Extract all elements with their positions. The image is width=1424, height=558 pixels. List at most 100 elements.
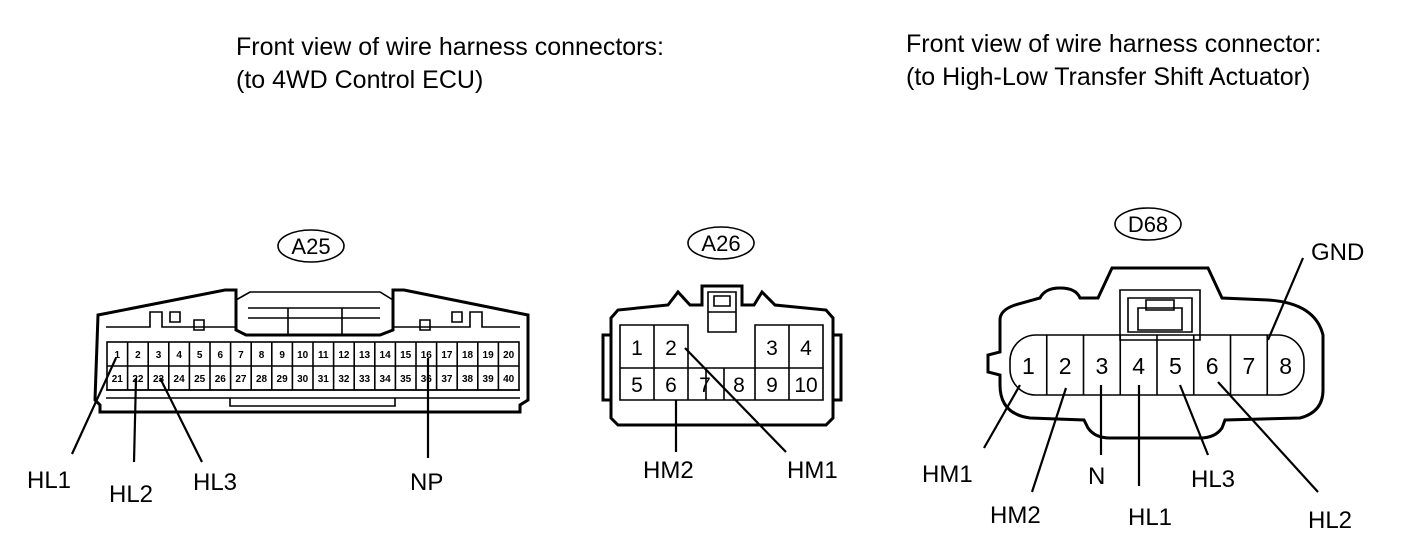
d68-pin-5: 5 — [1169, 353, 1182, 379]
pin-7: 7 — [699, 374, 711, 397]
label-hl3: HL3 — [1191, 466, 1235, 493]
a25-pin-11: 11 — [318, 350, 329, 361]
label-hl2: HL2 — [1308, 507, 1352, 534]
leader-hl3 — [1178, 384, 1210, 456]
label-hl2: HL2 — [109, 481, 153, 508]
label-np: NP — [410, 469, 443, 496]
d68-latch — [1119, 289, 1201, 341]
a25-pin-10: 10 — [297, 350, 309, 361]
a25-pin-21: 21 — [112, 374, 124, 385]
a25-pin-28: 28 — [256, 374, 268, 385]
pin-4: 4 — [800, 337, 812, 360]
a25-pin-27: 27 — [235, 374, 247, 385]
a25-pin-35: 35 — [400, 374, 412, 385]
leader-hl3 — [159, 377, 203, 463]
a25-pin-9: 9 — [279, 350, 285, 361]
a25-pin-29: 29 — [277, 374, 289, 385]
label-hm1: HM1 — [922, 461, 973, 488]
a25-pin-18: 18 — [462, 350, 474, 361]
a26-side-tab-right — [831, 333, 843, 402]
connector-a26: A26 1 2 3 4 5 6 7 8 9 10 HM2 HM1 — [601, 226, 843, 484]
d68-pin-1: 1 — [1022, 353, 1035, 379]
leader-hm1 — [983, 384, 1021, 449]
connector-id-a25: A25 — [291, 234, 330, 259]
a25-latch — [235, 291, 394, 335]
d68-pin-dividers — [1045, 335, 1269, 395]
a25-pin-30: 30 — [297, 374, 309, 385]
a25-pin-2: 2 — [135, 350, 141, 361]
a26-housing — [609, 284, 835, 427]
a25-pin-5: 5 — [197, 350, 203, 361]
ecu-heading-line1: Front view of wire harness connectors: — [236, 33, 664, 61]
a26-latch — [707, 291, 737, 333]
ecu-heading-line2: (to 4WD Control ECU) — [236, 66, 483, 94]
a25-pin-20: 20 — [503, 350, 515, 361]
label-hl1: HL1 — [27, 467, 71, 494]
leader-hm1 — [684, 347, 787, 453]
a25-pin-38: 38 — [462, 374, 474, 385]
connector-id-d68: D68 — [1128, 212, 1168, 237]
a25-pin-13: 13 — [359, 350, 371, 361]
a25-pin-19: 19 — [483, 350, 495, 361]
a25-pin-3: 3 — [156, 350, 162, 361]
d68-pin-6: 6 — [1206, 353, 1219, 379]
a25-pin-6: 6 — [218, 350, 224, 361]
label-hl3: HL3 — [193, 469, 237, 496]
a25-inner-detail — [106, 311, 520, 331]
a25-pin-17: 17 — [441, 350, 453, 361]
a25-pin-34: 34 — [380, 374, 392, 385]
connector-id-badge — [687, 226, 755, 260]
a25-pin-36: 36 — [421, 374, 433, 385]
pin-2: 2 — [665, 337, 677, 360]
d68-housing — [986, 266, 1325, 440]
d68-pin-4: 4 — [1132, 353, 1145, 379]
label-hl1: HL1 — [1128, 504, 1172, 531]
a26-side-tab-left — [601, 333, 613, 402]
leader-hl2 — [1217, 381, 1319, 493]
a26-pin-grid — [619, 324, 824, 401]
pin-6: 6 — [665, 374, 677, 397]
d68-pin-8: 8 — [1279, 353, 1292, 379]
a25-pin-23: 23 — [153, 374, 165, 385]
label-gnd: GND — [1311, 239, 1364, 266]
leader-hm2 — [1030, 387, 1068, 493]
a25-pin-39: 39 — [483, 374, 495, 385]
leader-gnd — [1266, 257, 1305, 341]
label-hm2: HM2 — [990, 502, 1041, 529]
a25-pin-8: 8 — [259, 350, 265, 361]
leader-hl2 — [132, 377, 138, 463]
pin-5: 5 — [631, 374, 643, 397]
actuator-heading-line2: (to High-Low Transfer Shift Actuator) — [906, 63, 1310, 91]
a25-pin-32: 32 — [338, 374, 350, 385]
a25-pin-26: 26 — [215, 374, 227, 385]
label-hm2: HM2 — [643, 457, 694, 484]
a25-grid-columns — [126, 342, 500, 390]
d68-pin-7: 7 — [1242, 353, 1255, 379]
label-hm1: HM1 — [787, 457, 838, 484]
pin-10: 10 — [794, 374, 817, 397]
pin-8: 8 — [733, 374, 745, 397]
a25-pin-7: 7 — [238, 350, 244, 361]
a25-pin-15: 15 — [400, 350, 412, 361]
pin-1: 1 — [631, 337, 643, 360]
d68-pin-3: 3 — [1095, 353, 1108, 379]
a25-pin-31: 31 — [318, 374, 330, 385]
connector-id-a26: A26 — [701, 231, 740, 256]
a25-pin-24: 24 — [174, 374, 186, 385]
a25-pin-16: 16 — [421, 350, 433, 361]
a25-pin-33: 33 — [359, 374, 371, 385]
leader-hl1 — [71, 357, 117, 455]
pin-9: 9 — [766, 374, 778, 397]
a25-pin-14: 14 — [380, 350, 392, 361]
a25-pin-12: 12 — [338, 350, 350, 361]
label-n: N — [1088, 463, 1105, 490]
a25-pin-22: 22 — [132, 374, 144, 385]
a25-pin-25: 25 — [194, 374, 206, 385]
a25-pin-4: 4 — [176, 350, 182, 361]
